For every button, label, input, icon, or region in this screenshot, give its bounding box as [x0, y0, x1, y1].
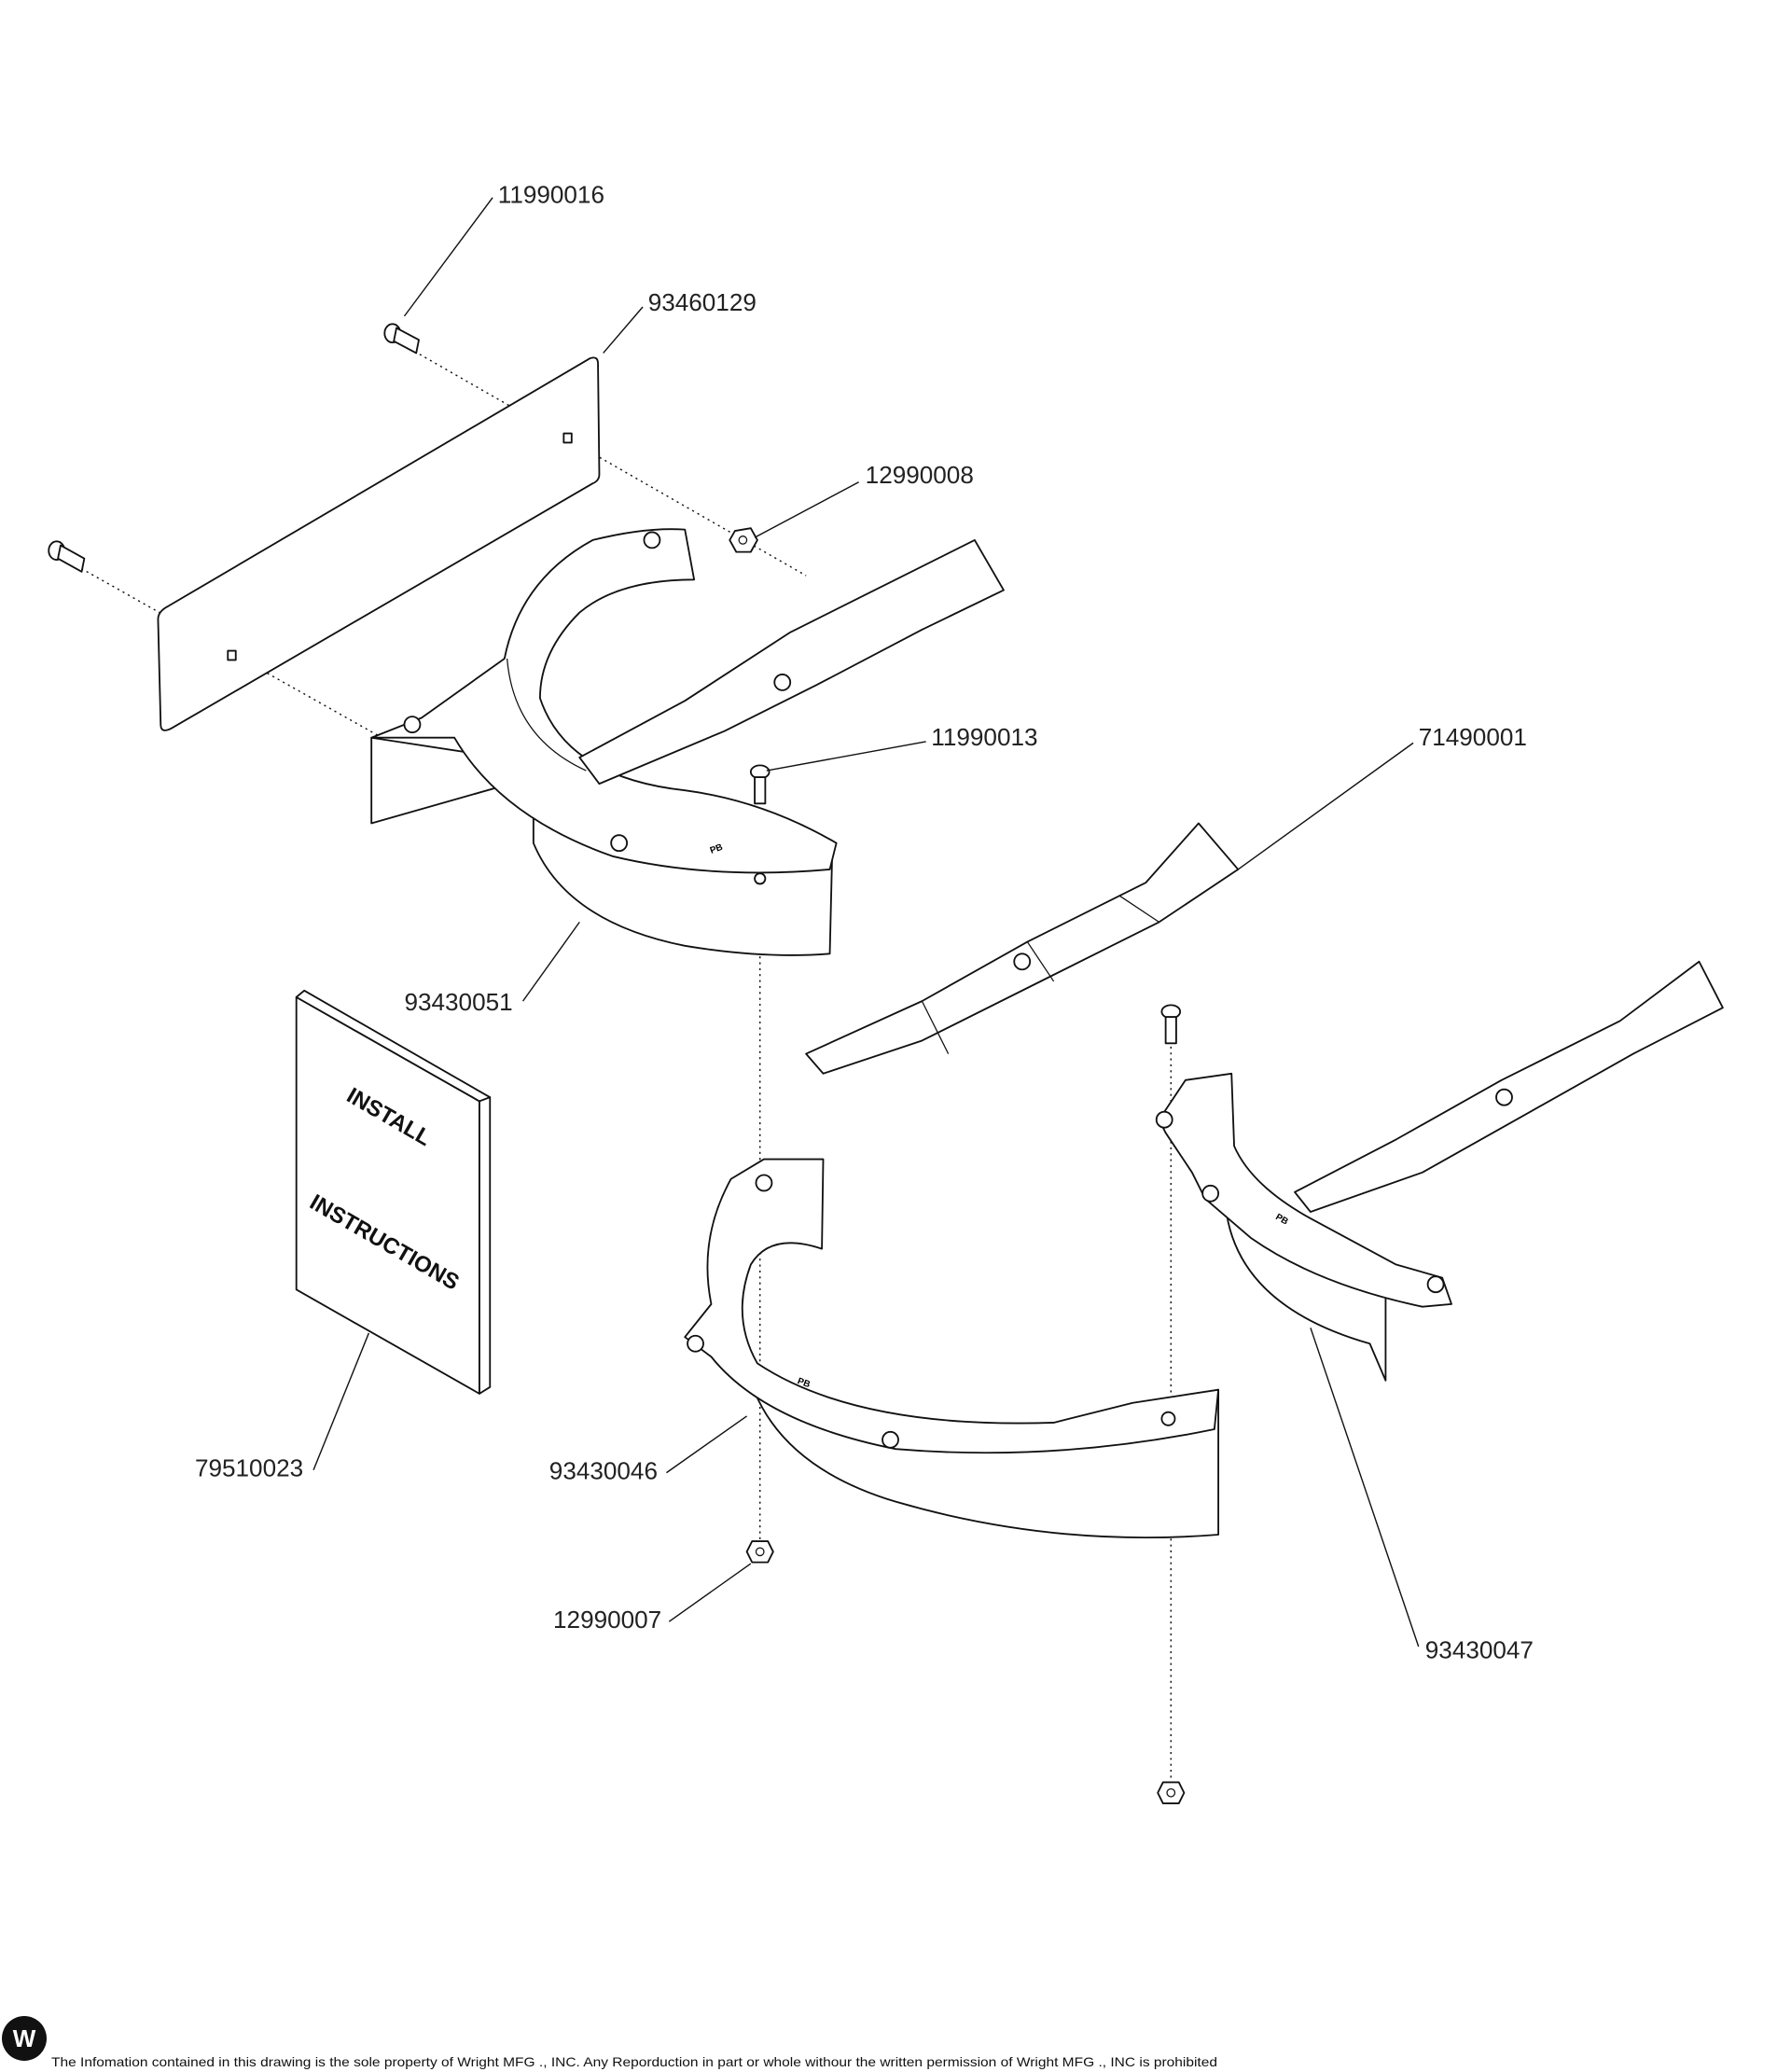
baffle-93430047	[1155, 1072, 1452, 1382]
plate-93460129	[157, 356, 601, 731]
leader-line	[666, 1415, 748, 1474]
leader-line	[754, 481, 859, 538]
blade-right	[1294, 960, 1724, 1213]
logo-letter: W	[13, 2024, 36, 2052]
part-label-93430047: 93430047	[1425, 1636, 1534, 1664]
leader-line	[603, 306, 644, 354]
copyright-notice: The Infomation contained in this drawing…	[51, 2054, 1217, 2069]
bolt-11990016	[383, 323, 420, 355]
part-label-71490001: 71490001	[1419, 723, 1527, 751]
part-label-12990007: 12990007	[553, 1606, 661, 1634]
part-label-93430051: 93430051	[404, 988, 512, 1016]
bolt-right	[1160, 1004, 1182, 1045]
baffle-stamp: PB	[709, 842, 725, 856]
leader-line	[403, 197, 493, 317]
part-label-79510023: 79510023	[195, 1454, 303, 1482]
part-label-93460129: 93460129	[648, 288, 757, 316]
part-label-93430046: 93430046	[549, 1457, 658, 1485]
baffle-93430051	[370, 528, 838, 956]
baffle-93430046	[684, 1158, 1220, 1539]
baffle-stamp: PB	[1273, 1212, 1289, 1227]
part-label-11990016: 11990016	[498, 180, 604, 208]
wright-logo-icon	[2, 2016, 47, 2061]
leader-line	[766, 741, 926, 772]
assembly-line	[398, 341, 807, 577]
footer: W The Infomation contained in this drawi…	[2, 2016, 1217, 2069]
leader-line	[312, 1332, 370, 1471]
nut-12990007	[745, 1540, 774, 1564]
part-label-12990008: 12990008	[866, 461, 974, 489]
instructions-book-79510023: INSTALL INSTRUCTIONS	[295, 989, 492, 1395]
bolt-11990013	[749, 764, 771, 805]
nut-bottom-right	[1157, 1781, 1186, 1804]
leader-line	[668, 1563, 752, 1622]
baffle-stamp: PB	[796, 1376, 812, 1390]
nut-12990008	[729, 527, 758, 553]
leader-line	[521, 921, 580, 1002]
leader-line	[1237, 742, 1414, 870]
bolt-11990016-left	[48, 540, 86, 573]
part-label-11990013: 11990013	[931, 723, 1037, 751]
blade-upper	[578, 539, 1005, 786]
assembly-line	[65, 559, 382, 739]
leader-line	[1310, 1328, 1420, 1648]
